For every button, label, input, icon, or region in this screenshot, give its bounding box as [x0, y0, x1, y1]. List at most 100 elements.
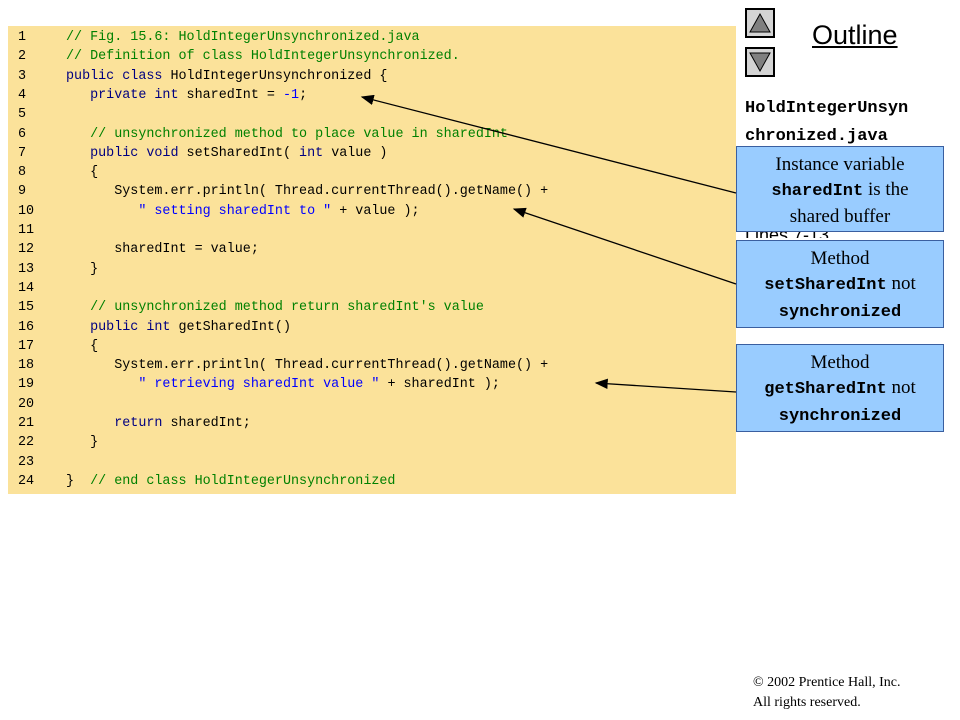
rights-text: All rights reserved.	[753, 695, 861, 710]
line-number: 3	[18, 68, 27, 84]
arrow-to-getsharedint	[594, 378, 737, 393]
callout-text: shared buffer	[789, 206, 891, 227]
code-token: HoldIntegerUnsynchronized {	[170, 68, 388, 84]
line-number: 22	[18, 435, 35, 451]
code-text: public class HoldIntegerUnsynchronized {	[66, 67, 387, 86]
line-number: 16	[18, 319, 35, 335]
line-number: 23	[18, 454, 35, 470]
code-text: private int sharedInt = -1;	[66, 86, 307, 105]
code-text: {	[66, 163, 98, 182]
code-text: {	[66, 337, 98, 356]
code-token: + sharedInt );	[379, 377, 500, 393]
code-text: // unsynchronized method return sharedIn…	[66, 298, 484, 317]
code-token: public int	[66, 319, 179, 335]
code-token: sharedInt = value;	[66, 242, 259, 258]
line-number: 9	[18, 184, 27, 200]
callout-text: not	[886, 273, 916, 294]
code-text: sharedInt = value;	[66, 240, 259, 259]
callout-text: Method	[810, 248, 870, 269]
code-token: " setting sharedInt to "	[138, 203, 332, 219]
file-name-line-1: HoldIntegerUnsyn	[745, 99, 909, 118]
outline-link[interactable]: Outline	[812, 20, 898, 50]
code-text: }	[66, 260, 98, 279]
callout-text: not	[886, 377, 916, 398]
code-token: System.err.println( Thread.currentThread…	[66, 184, 549, 200]
triangle-up-icon	[749, 12, 771, 33]
code-text: System.err.println( Thread.currentThread…	[66, 356, 548, 375]
triangle-down-icon	[749, 52, 771, 73]
code-token: // Fig. 15.6: HoldIntegerUnsynchronized.…	[66, 30, 420, 45]
code-token: {	[66, 338, 99, 354]
code-text: }	[66, 433, 98, 452]
code-token: sharedInt;	[170, 416, 251, 431]
code-token: {	[66, 165, 99, 181]
arrow-to-sharedint	[360, 94, 737, 194]
code-token: System.err.println( Thread.currentThread…	[66, 358, 549, 374]
line-number: 6	[18, 126, 27, 142]
line-number: 5	[18, 107, 27, 123]
line-number: 14	[18, 280, 35, 296]
code-token: }	[66, 473, 91, 489]
copyright-text: © 2002 Prentice Hall, Inc.	[753, 675, 901, 690]
file-name-title: HoldIntegerUnsyn chronized.java	[745, 95, 957, 151]
code-token: " retrieving sharedInt value "	[138, 377, 380, 393]
callout-shared-buffer: Instance variable sharedInt is the share…	[736, 146, 944, 232]
callout-code-term: synchronized	[778, 407, 902, 426]
callout-set-not-synchronized: Method setSharedInt not synchronized	[736, 240, 944, 328]
callout-get-not-synchronized: Method getSharedInt not synchronized	[736, 344, 944, 432]
code-text: " retrieving sharedInt value " + sharedI…	[66, 375, 500, 394]
line-number: 20	[18, 396, 35, 412]
code-token: int	[299, 145, 332, 161]
line-number: 21	[18, 416, 35, 431]
code-token: // end class HoldIntegerUnsynchronized	[90, 473, 396, 489]
callout-text: Instance variable	[775, 154, 905, 175]
code-token: // Definition of class HoldIntegerUnsync…	[66, 49, 460, 65]
arrow-to-setsharedint	[512, 207, 737, 285]
code-text: System.err.println( Thread.currentThread…	[66, 182, 548, 201]
lines-range-label: Lines 7-13	[745, 228, 830, 238]
file-name-line-2: chronized.java	[745, 127, 888, 146]
line-number: 8	[18, 165, 27, 181]
code-token: + value );	[331, 203, 420, 219]
line-number: 18	[18, 358, 35, 374]
line-number: 2	[18, 49, 27, 65]
callout-text: is the	[863, 179, 909, 200]
code-text: " setting sharedInt to " + value );	[66, 202, 420, 221]
next-slide-button[interactable]	[745, 47, 775, 77]
line-number: 15	[18, 300, 35, 316]
callout-code-term: sharedInt	[771, 182, 864, 201]
code-text: public void setSharedInt( int value )	[66, 144, 387, 163]
code-token: ;	[299, 87, 308, 103]
code-text: // Fig. 15.6: HoldIntegerUnsynchronized.…	[66, 28, 420, 47]
code-token: setSharedInt(	[186, 145, 300, 161]
code-token: }	[66, 435, 99, 451]
line-number: 24	[18, 473, 35, 489]
code-text: } // end class HoldIntegerUnsynchronized	[66, 472, 395, 491]
code-token: sharedInt =	[186, 87, 283, 103]
callout-code-term: setSharedInt	[764, 276, 887, 295]
line-number: 13	[18, 261, 35, 277]
code-token: -1	[282, 87, 300, 103]
line-number: 7	[18, 145, 27, 161]
code-token: private int	[66, 87, 187, 103]
code-token: // unsynchronized method return sharedIn…	[66, 300, 484, 316]
code-text: public int getSharedInt()	[66, 318, 291, 337]
line-number: 17	[18, 338, 35, 354]
code-token: }	[66, 261, 99, 277]
code-token: value )	[331, 145, 388, 161]
previous-slide-button[interactable]	[745, 8, 775, 38]
line-number: 10	[18, 203, 35, 219]
code-text: // Definition of class HoldIntegerUnsync…	[66, 47, 460, 66]
code-token: return	[66, 416, 171, 431]
line-number: 4	[18, 87, 27, 103]
code-token: public class	[66, 68, 171, 84]
line-number: 12	[18, 242, 35, 258]
code-token: getSharedInt()	[178, 319, 292, 335]
code-token: public void	[66, 145, 187, 161]
line-number: 11	[18, 223, 35, 238]
callout-text: Method	[810, 352, 870, 373]
line-number: 19	[18, 377, 35, 393]
callout-code-term: synchronized	[778, 303, 902, 322]
callout-code-term: getSharedInt	[764, 380, 887, 399]
